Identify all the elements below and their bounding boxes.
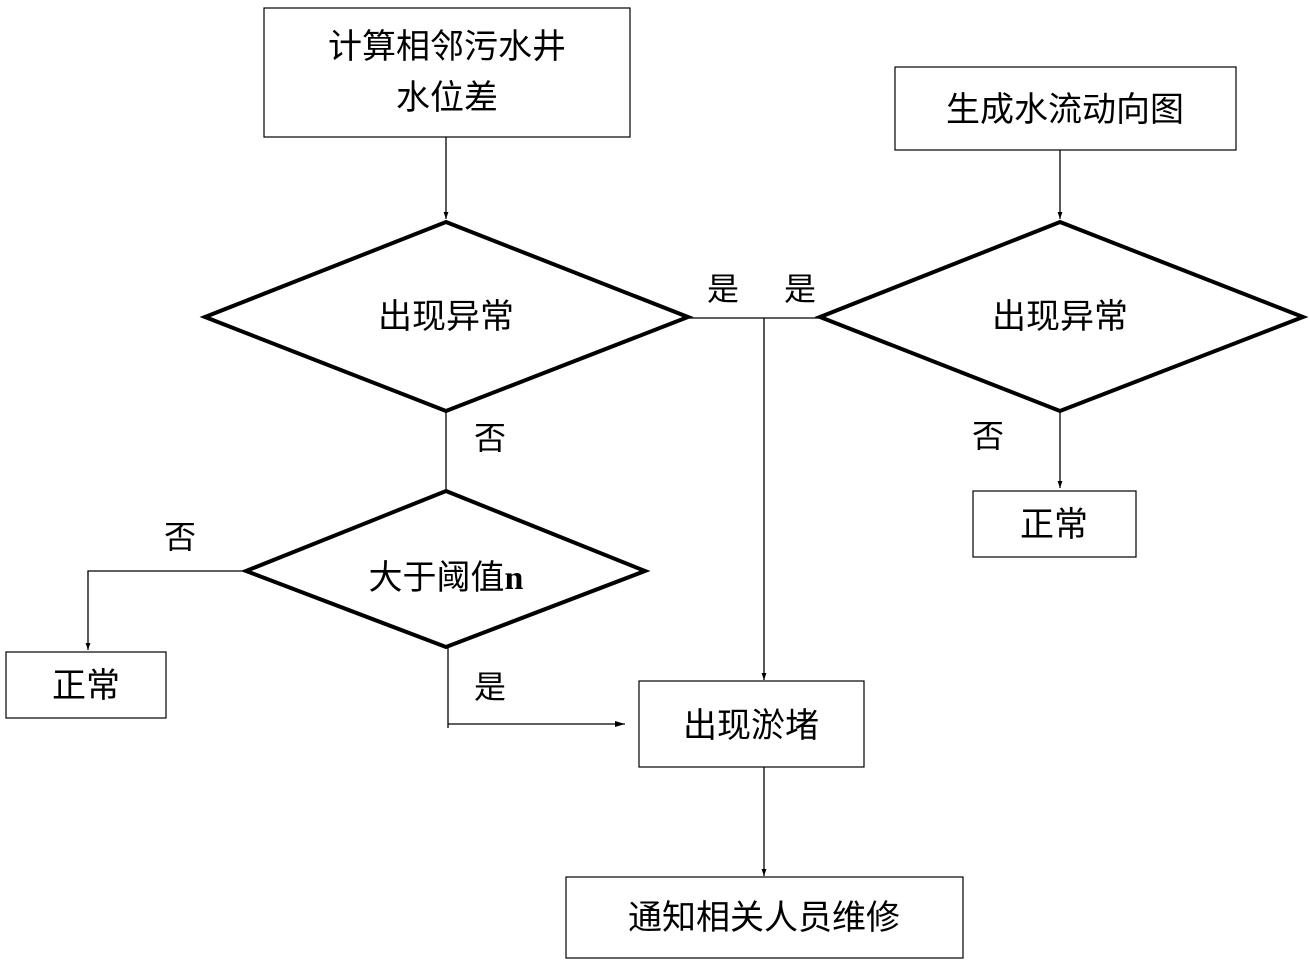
process-flowmap: 生成水流动向图 xyxy=(894,66,1237,151)
abnormal-right-label: 出现异常 xyxy=(992,297,1128,337)
terminal-normal-right: 正常 xyxy=(972,490,1137,558)
label-threshold-yes: 是 xyxy=(474,668,506,706)
process-blockage: 出现淤堵 xyxy=(638,680,865,768)
label-right-yes: 是 xyxy=(784,270,816,308)
process-notify: 通知相关人员维修 xyxy=(565,876,964,959)
label-threshold-no: 否 xyxy=(164,518,196,556)
threshold-label: 大于阈值n xyxy=(369,558,524,598)
label-left-yes: 是 xyxy=(707,270,739,308)
decision-threshold: 大于阈值n xyxy=(240,488,651,650)
calc-label-line2: 水位差 xyxy=(396,78,498,118)
connectors xyxy=(85,137,1063,876)
threshold-label-text: 大于阈值 xyxy=(369,558,505,598)
abnormal-left-label: 出现异常 xyxy=(378,297,514,337)
edge-labels: 是 是 否 否 否 是 xyxy=(164,270,1004,706)
decision-abnormal-left: 出现异常 xyxy=(199,219,694,414)
process-calc: 计算相邻污水井 水位差 xyxy=(263,7,631,138)
edge-threshold-no xyxy=(85,570,246,650)
normal-right-label: 正常 xyxy=(1020,505,1088,545)
decision-abnormal-right: 出现异常 xyxy=(814,219,1309,414)
calc-label-line1: 计算相邻污水井 xyxy=(328,27,566,67)
label-right-no: 否 xyxy=(972,417,1004,455)
terminal-normal-left: 正常 xyxy=(5,651,167,719)
notify-label: 通知相关人员维修 xyxy=(628,898,900,938)
label-left-no: 否 xyxy=(474,419,506,457)
normal-left-label: 正常 xyxy=(52,666,120,706)
flowmap-label: 生成水流动向图 xyxy=(946,90,1184,130)
blockage-label: 出现淤堵 xyxy=(683,706,819,746)
threshold-label-suffix: n xyxy=(505,560,524,597)
